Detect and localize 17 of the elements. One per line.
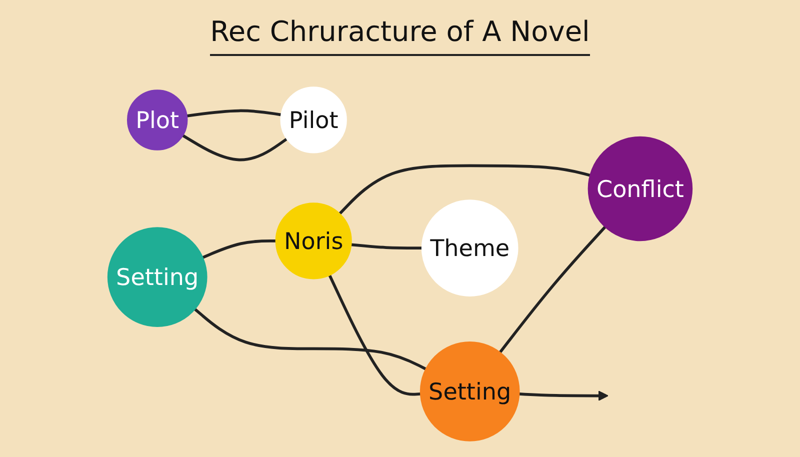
connector-line	[350, 243, 422, 250]
speech-bubble-node: Conflict	[588, 136, 693, 242]
connector-line	[202, 239, 276, 259]
diagram-title: Rec Chruracture of A Novel	[210, 14, 590, 56]
circle-node: Plot	[126, 90, 188, 150]
arrow	[519, 390, 608, 401]
circle-node: Noris	[275, 202, 352, 280]
circle-node: Theme	[421, 200, 518, 296]
connector-line	[328, 274, 421, 396]
circle-node: Pilot	[280, 86, 347, 154]
connector-line	[186, 109, 282, 118]
speech-bubble-node: Setting	[107, 227, 208, 327]
circle-node: Setting	[420, 341, 520, 442]
connector-line	[338, 164, 591, 215]
connector-line	[194, 308, 426, 370]
connector-line	[498, 226, 606, 354]
connector-line	[182, 134, 288, 162]
